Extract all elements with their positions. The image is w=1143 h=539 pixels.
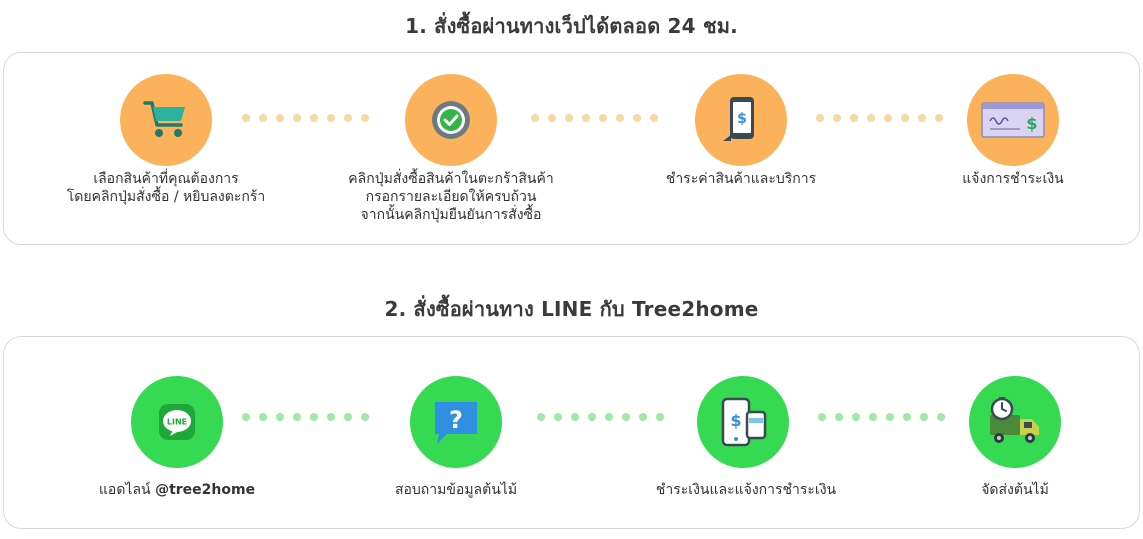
web-step-3-caption: ชำระค่าสินค้าและบริการ (665, 171, 817, 187)
svg-text:?: ? (449, 406, 463, 434)
line-step-3-circle: $ (697, 376, 789, 468)
web-step-4-caption: แจ้งการชำระเงิน (962, 171, 1064, 187)
line-logo-icon: LINE (159, 404, 195, 440)
web-connector-3 (816, 114, 943, 122)
line-connector-2 (537, 413, 664, 421)
svg-text:$: $ (730, 411, 741, 430)
line-step-4-caption: จัดส่งต้นไม้ (981, 482, 1049, 498)
web-step-3-circle: $ (695, 74, 787, 166)
svg-text:$: $ (737, 111, 747, 127)
web-step-4-circle: $ (967, 74, 1059, 166)
delivery-truck-icon (990, 397, 1039, 443)
question-bubble-icon: ? (435, 402, 477, 444)
mobile-payment-icon: $ (723, 97, 754, 141)
line-step-2-circle: ? (410, 376, 502, 468)
section-web-title: 1. สั่งซื้อผ่านทางเว็ปได้ตลอด 24 ชม. (405, 14, 738, 38)
web-step-2-circle (405, 74, 497, 166)
line-step-1-caption: แอดไลน์ @tree2home (98, 482, 256, 498)
line-connector-1 (242, 413, 369, 421)
web-step-2-caption: คลิกปุ่มสั่งซื้อสินค้าในตะกร้าสินค้า กรอ… (348, 171, 554, 223)
svg-text:$: $ (1026, 114, 1037, 133)
cheque-icon: $ (981, 102, 1045, 138)
phone-card-payment-icon: $ (721, 397, 767, 447)
line-step-2-caption: สอบถามข้อมูลต้นไม้ (394, 482, 518, 498)
line-step-4-circle (969, 376, 1061, 468)
line-step-1-circle: LINE (131, 376, 223, 468)
web-step-1-circle (120, 74, 212, 166)
line-steps-panel: LINE แอดไลน์ @tree2home ? สอบถามข้อมูลต้… (3, 336, 1140, 529)
web-steps-panel: เลือกสินค้าที่คุณต้องการ โดยคลิกปุ่มสั่ง… (3, 52, 1140, 245)
web-connector-2 (531, 114, 658, 122)
web-connector-1 (242, 114, 369, 122)
line-step-3-caption: ชำระเงินและแจ้งการชำระเงิน (655, 482, 837, 498)
web-step-1-caption: เลือกสินค้าที่คุณต้องการ โดยคลิกปุ่มสั่ง… (66, 171, 266, 205)
line-connector-3 (818, 413, 945, 421)
svg-text:LINE: LINE (167, 418, 187, 427)
line-handle: @tree2home (155, 482, 256, 498)
shopping-cart-icon (143, 101, 185, 137)
check-circle-icon (432, 101, 470, 139)
section-line-title: 2. สั่งซื้อผ่านทาง LINE กับ Tree2home (384, 297, 759, 321)
